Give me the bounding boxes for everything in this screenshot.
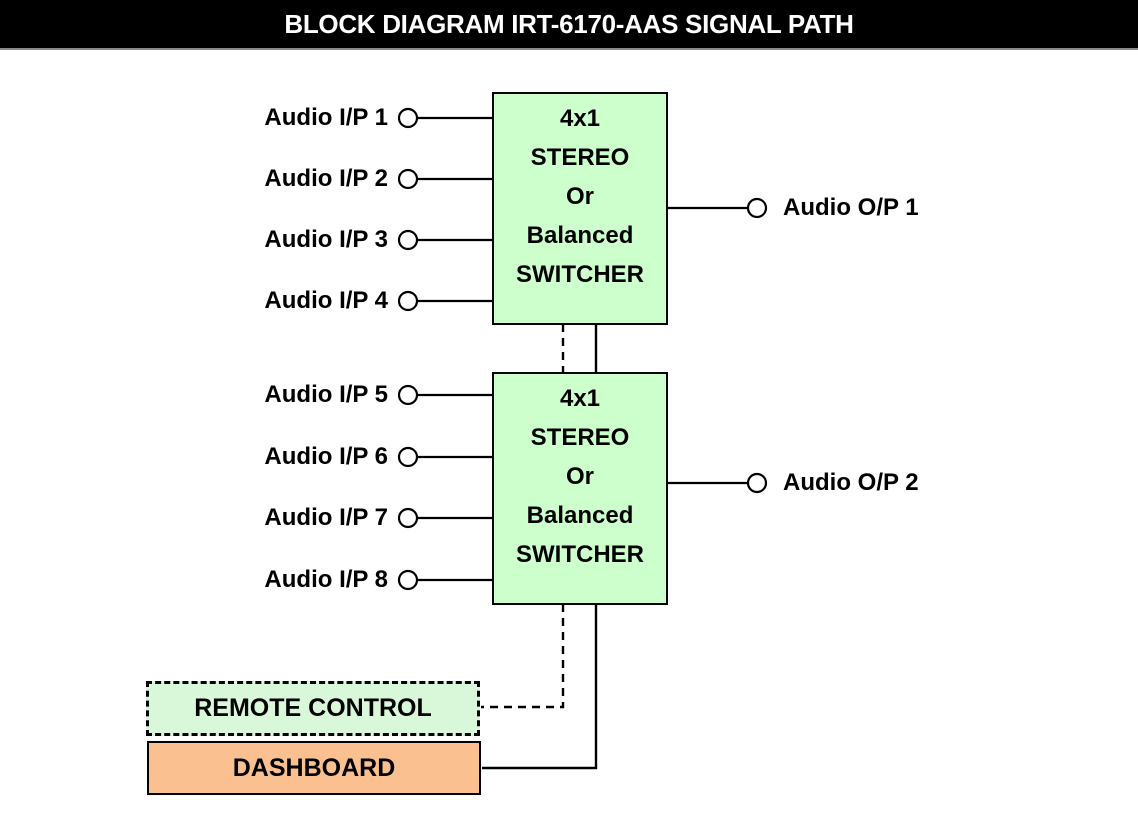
switcher-2-line-4: Balanced [526, 502, 634, 529]
audio-input-label-7: Audio I/P 7 [264, 504, 388, 531]
diagram-title: BLOCK DIAGRAM IRT-6170-AAS SIGNAL PATH [284, 8, 854, 39]
audio-output-label-2: Audio O/P 2 [783, 469, 919, 496]
input-terminal-circle-5 [397, 384, 419, 406]
input-terminal-circle-8 [397, 569, 419, 591]
audio-input-label-8: Audio I/P 8 [264, 566, 388, 593]
dashboard-box: DASHBOARD [147, 741, 481, 795]
output-terminal-circle-1 [746, 197, 768, 219]
audio-input-label-3: Audio I/P 3 [264, 226, 388, 253]
switcher-box-1: 4x1 STEREO Or Balanced SWITCHER [492, 92, 668, 325]
input-terminal-circle-3 [397, 229, 419, 251]
switcher-2-line-5: SWITCHER [516, 541, 644, 568]
audio-output-label-1: Audio O/P 1 [783, 194, 919, 221]
switcher-1-line-2: STEREO [530, 144, 630, 171]
input-terminal-circle-1 [397, 107, 419, 129]
dashboard-solid-wire [482, 604, 598, 770]
audio-input-label-1: Audio I/P 1 [264, 104, 388, 131]
input-terminal-circle-7 [397, 507, 419, 529]
remote-control-box: REMOTE CONTROL [146, 681, 480, 736]
remote-control-label: REMOTE CONTROL [194, 694, 432, 722]
input-terminal-circle-2 [397, 168, 419, 190]
dashboard-label: DASHBOARD [232, 753, 396, 782]
remote-control-dashed-wire [481, 604, 565, 709]
switcher-2-line-2: STEREO [530, 424, 630, 451]
audio-input-label-4: Audio I/P 4 [264, 287, 388, 314]
switcher-1-line-5: SWITCHER [516, 261, 644, 288]
switcher-2-line-1: 4x1 [559, 385, 601, 412]
input-terminal-circle-4 [397, 290, 419, 312]
switcher-1-line-1: 4x1 [559, 105, 601, 132]
audio-input-label-6: Audio I/P 6 [264, 443, 388, 470]
switcher-1-line-4: Balanced [526, 222, 634, 249]
audio-input-label-5: Audio I/P 5 [264, 381, 388, 408]
switcher-1-line-3: Or [565, 183, 594, 210]
switcher-2-line-3: Or [565, 463, 594, 490]
input-terminal-circle-6 [397, 446, 419, 468]
audio-input-label-2: Audio I/P 2 [264, 165, 388, 192]
title-bar: BLOCK DIAGRAM IRT-6170-AAS SIGNAL PATH [0, 0, 1138, 50]
switcher-box-2: 4x1 STEREO Or Balanced SWITCHER [492, 372, 668, 605]
output-terminal-circle-2 [746, 472, 768, 494]
